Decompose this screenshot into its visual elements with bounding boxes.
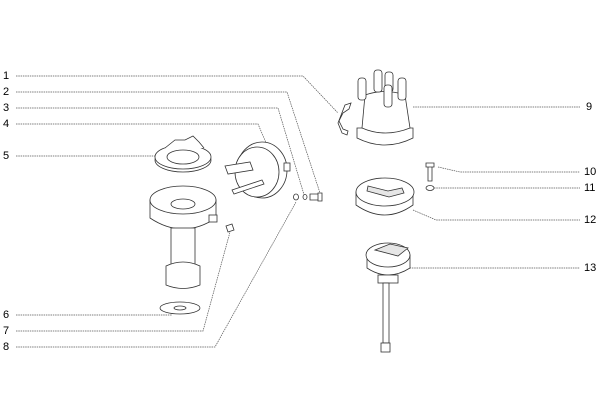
leader-4 bbox=[16, 123, 268, 146]
shaft-assembly bbox=[365, 242, 411, 353]
callout-8: 8 bbox=[3, 341, 10, 353]
screw-10 bbox=[425, 162, 435, 182]
callout-7: 7 bbox=[3, 325, 10, 337]
leader-7 bbox=[16, 231, 231, 332]
leader-2 bbox=[16, 91, 321, 194]
leader-1 bbox=[16, 75, 339, 114]
callout-10: 10 bbox=[584, 166, 597, 178]
washer-8 bbox=[293, 193, 299, 201]
leader-8 bbox=[16, 201, 297, 348]
washer-3 bbox=[302, 194, 308, 200]
leader-12 bbox=[412, 209, 580, 221]
vacuum-advance-unit bbox=[224, 141, 291, 199]
distributor-cap bbox=[356, 69, 414, 146]
screw-2 bbox=[309, 192, 323, 202]
callout-1: 1 bbox=[3, 70, 10, 82]
callout-6: 6 bbox=[3, 309, 10, 321]
callout-4: 4 bbox=[3, 118, 10, 130]
leader-3 bbox=[16, 107, 306, 199]
leader-10 bbox=[437, 166, 580, 173]
callout-3: 3 bbox=[3, 102, 10, 114]
callout-11: 11 bbox=[584, 182, 596, 194]
callout-13: 13 bbox=[584, 262, 597, 274]
shim-washer bbox=[159, 301, 201, 315]
clip bbox=[337, 102, 352, 136]
leader-lines bbox=[16, 75, 580, 348]
breaker-plate bbox=[154, 135, 212, 173]
terminal bbox=[225, 223, 235, 233]
rotor bbox=[355, 177, 415, 216]
distributor-housing bbox=[149, 185, 218, 289]
callout-12: 12 bbox=[584, 214, 597, 226]
callout-5: 5 bbox=[3, 150, 10, 162]
callout-9: 9 bbox=[586, 101, 593, 113]
callout-2: 2 bbox=[3, 86, 10, 98]
washer-11 bbox=[425, 185, 435, 191]
